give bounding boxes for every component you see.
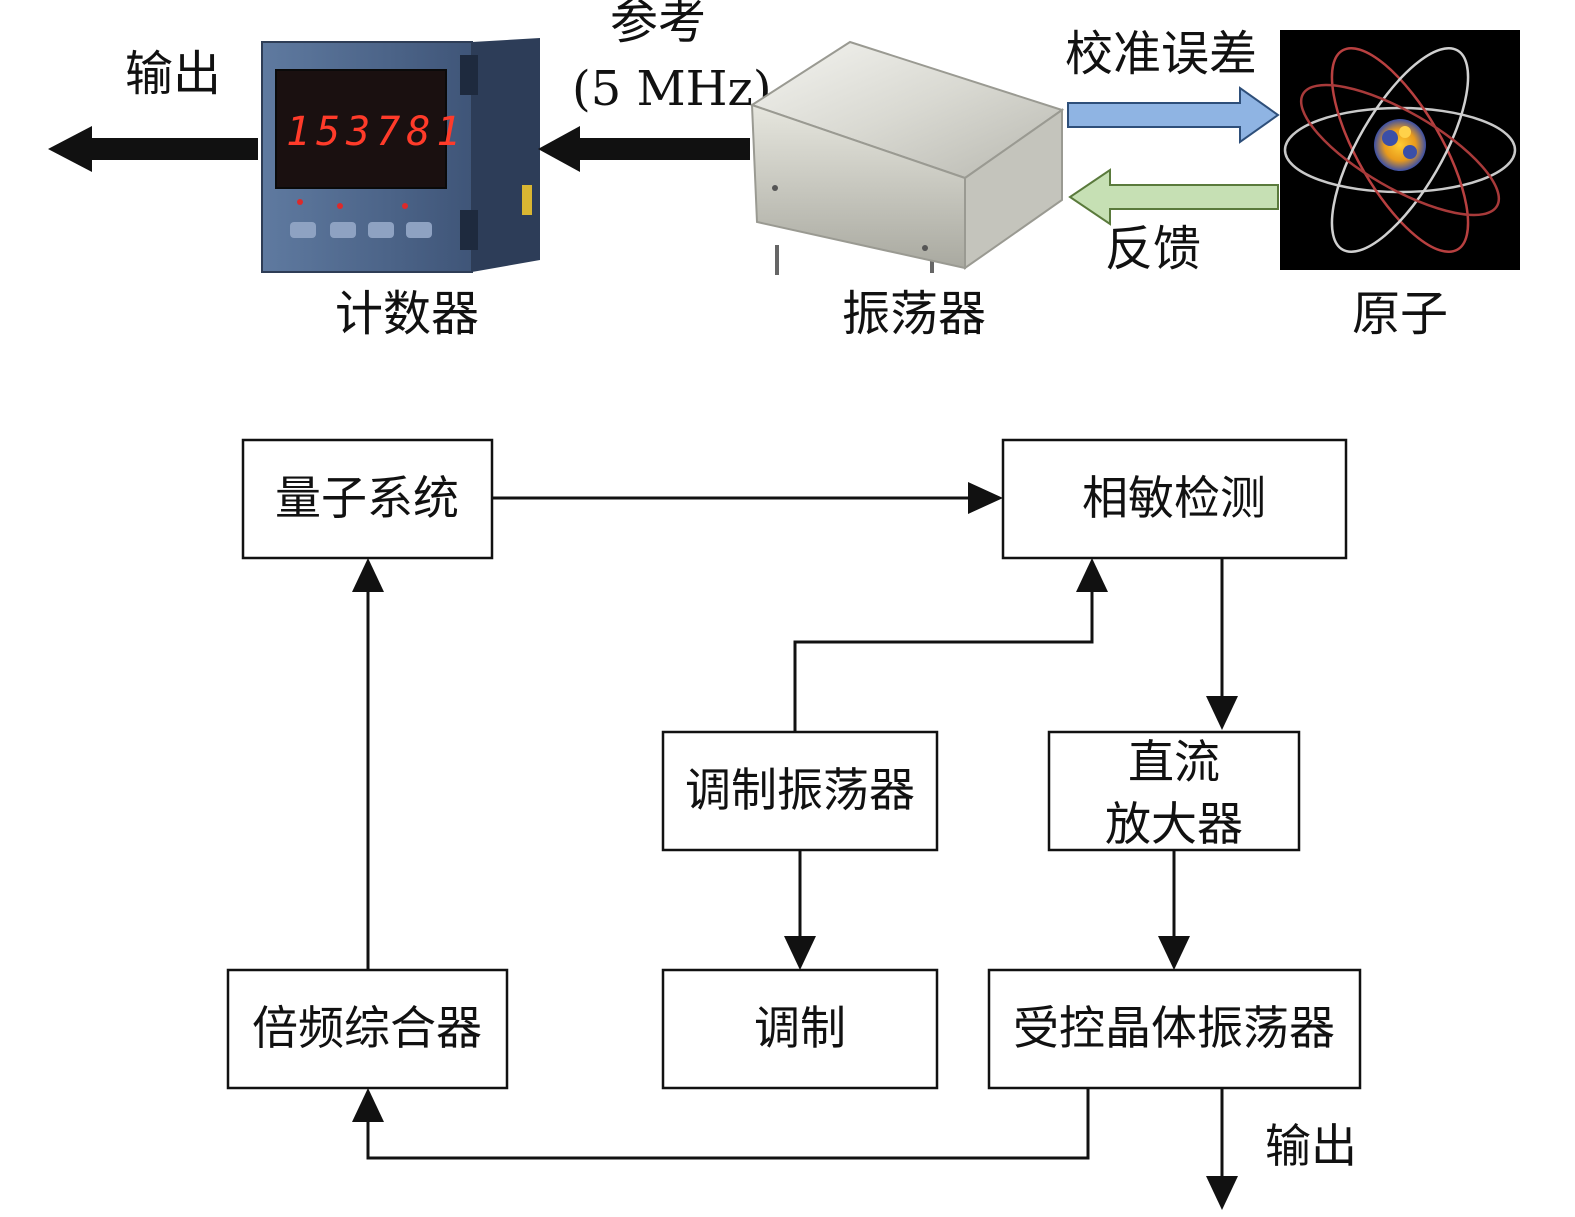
quantum-system-block: 量子系统 — [241, 438, 494, 560]
oscillator-label: 振荡器 — [842, 286, 986, 342]
counter-device: 153781 — [261, 38, 540, 273]
calibration-error-label: 校准误差 — [1065, 26, 1257, 82]
dc-amplifier-label-line1: 直流 — [1128, 735, 1220, 789]
mod-oscillator-label: 调制振荡器 — [685, 763, 915, 817]
vcxo-block: 受控晶体振荡器 — [987, 968, 1362, 1090]
phase-detect-label: 相敏检测 — [1082, 471, 1266, 525]
oscillator-device — [749, 40, 1065, 275]
vcxo-label: 受控晶体振荡器 — [1013, 1001, 1335, 1055]
atom-label: 原子 — [1352, 286, 1448, 342]
modulation-block: 调制 — [661, 968, 939, 1090]
reference-arrow — [538, 126, 750, 172]
calibration-arrow — [1067, 86, 1280, 144]
output-label-top: 输出 — [125, 46, 221, 102]
feedback-label: 反馈 — [1105, 221, 1201, 277]
freq-synth-label: 倍频综合器 — [252, 1001, 482, 1055]
modulation-label: 调制 — [754, 1001, 846, 1055]
reference-label: 参考 — [610, 0, 706, 50]
freq-synth-block: 倍频综合器 — [226, 968, 509, 1090]
dc-amplifier-label-line2: 放大器 — [1105, 797, 1243, 851]
mod-oscillator-block: 调制振荡器 — [661, 730, 939, 852]
feedback-arrow — [1068, 168, 1279, 226]
phase-detect-block: 相敏检测 — [1001, 438, 1348, 560]
counter-label: 计数器 — [335, 286, 479, 342]
output-arrow-top — [48, 126, 258, 172]
reference-frequency: (5 MHz) — [572, 61, 772, 117]
counter-buttons — [290, 222, 432, 238]
atom-image — [1280, 30, 1520, 270]
dc-amplifier-block: 直流 放大器 — [1047, 730, 1301, 852]
output-label-bottom: 输出 — [1265, 1119, 1357, 1173]
counter-display: 153781 — [286, 109, 467, 155]
connectors — [352, 482, 1238, 1210]
quantum-system-label: 量子系统 — [275, 471, 459, 525]
